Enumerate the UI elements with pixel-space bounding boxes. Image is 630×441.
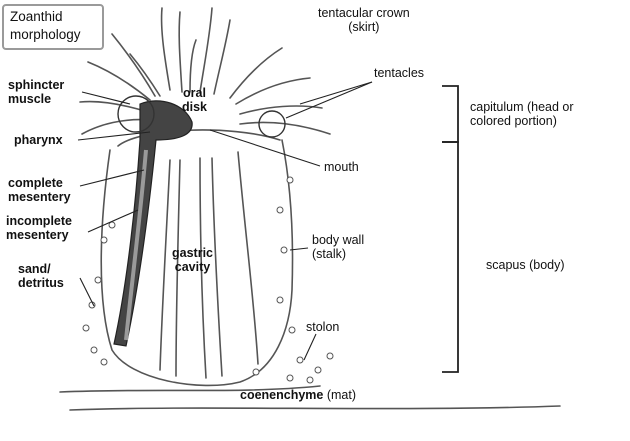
label-pharynx: pharynx [14,133,63,147]
region-brackets [442,85,459,373]
diagram-title: Zoanthid morphology [2,4,104,50]
title-line-1: Zoanthid [10,9,63,24]
label-tentacular-crown: tentacular crown(skirt) [318,6,410,34]
label-stolon: stolon [306,320,340,334]
sand-particles [82,176,334,384]
title-line-2: morphology [10,27,81,42]
sphincter-circle-right [258,110,286,138]
body-wall-outline [100,139,294,387]
label-body-wall: body wall(stalk) [312,233,365,261]
label-sand-detritus: sand/detritus [18,262,64,290]
pharynx-shape [113,100,193,347]
label-tentacles: tentacles [374,66,425,80]
sphincter-circle-left [117,95,155,133]
label-mouth: mouth [324,160,359,174]
seabed-line [69,405,561,411]
label-coenenchyme: coenenchyme (mat) [240,388,357,402]
label-scapus: scapus (body) [486,258,565,272]
